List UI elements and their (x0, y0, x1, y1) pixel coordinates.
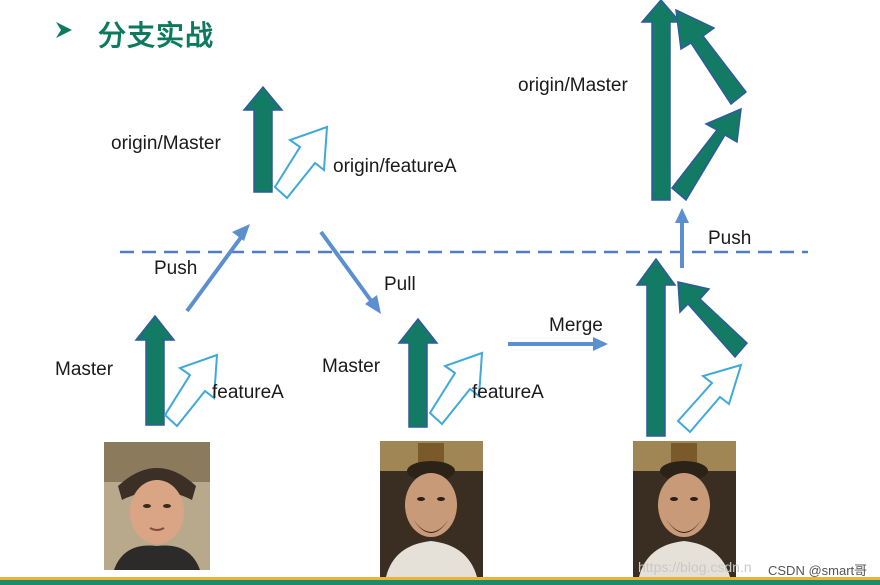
origin-master-diagonal-top (675, 8, 748, 106)
origin-feature-a-label: origin/featureA (333, 156, 457, 177)
master-label-1: Master (55, 359, 114, 380)
watermark-url: https://blog.csdn.n (638, 559, 752, 575)
push-label-1: Push (154, 258, 198, 279)
watermark-author: CSDN @smart哥 (768, 563, 868, 578)
local-master-arrow-1 (134, 314, 176, 426)
footer-decoration (0, 577, 880, 585)
feature-a-arrow-3 (676, 363, 743, 434)
feature-a-label-2: featureA (472, 382, 544, 403)
portrait-bearded-official-2 (633, 441, 736, 577)
portrait-bearded-official-1 (380, 441, 483, 577)
origin-master-arrow-2 (640, 0, 682, 201)
pull-label: Pull (384, 274, 416, 295)
origin-feature-a-arrow (273, 125, 329, 200)
merged-master-arrow (635, 257, 677, 437)
feature-a-arrow-2 (428, 351, 484, 426)
master-label-2: Master (322, 356, 381, 377)
pull-arrow-head (365, 295, 381, 314)
merge-diagonal-arrow (677, 281, 749, 359)
origin-master-label-2: origin/Master (518, 75, 628, 96)
merge-arrow-head (593, 337, 608, 351)
origin-master-label-1: origin/Master (111, 133, 221, 154)
feature-a-label-1: featureA (212, 382, 284, 403)
portrait-young-swordsman (104, 442, 210, 570)
push-arrow-1-shaft (185, 234, 244, 313)
origin-master-arrow-1 (242, 85, 284, 193)
push-arrow-1-head (232, 224, 250, 241)
triangle-right-bullet-icon (56, 22, 72, 38)
merge-label: Merge (549, 315, 603, 336)
feature-a-arrow-1 (163, 353, 219, 428)
push-label-2: Push (708, 228, 752, 249)
slide-title: 分支实战 (98, 19, 215, 52)
pull-arrow-shaft (319, 230, 374, 304)
local-master-arrow-2 (397, 317, 439, 428)
push-arrow-2-head (675, 208, 689, 223)
origin-master-diagonal-bottom (670, 107, 742, 202)
